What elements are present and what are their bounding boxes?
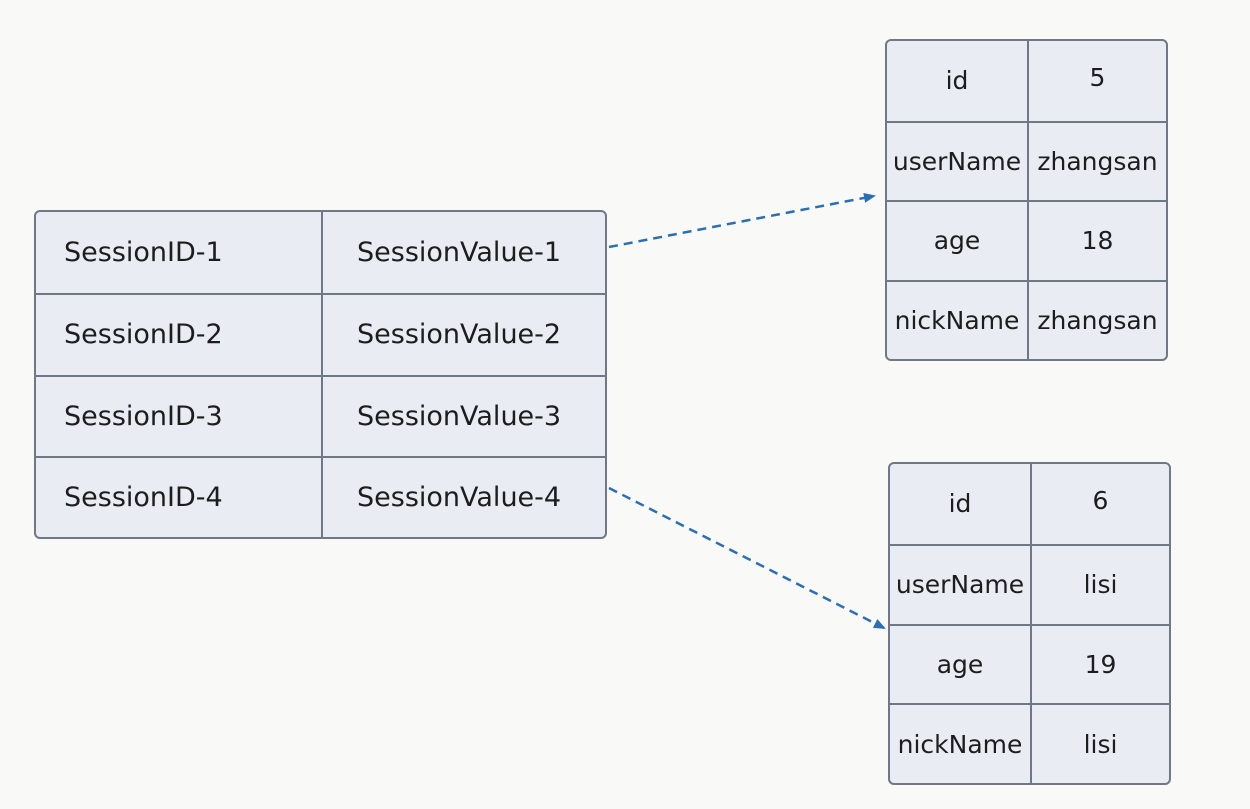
field-name-cell: age <box>887 200 1029 280</box>
field-name-cell: age <box>890 623 1032 704</box>
session-table: SessionID-1 SessionValue-1 SessionID-2 S… <box>34 210 607 539</box>
field-value-cell: lisi <box>1032 543 1169 624</box>
session-value-cell: SessionValue-4 <box>323 455 605 537</box>
field-value-cell: zhangsan <box>1029 279 1166 360</box>
field-name-cell: nickName <box>890 703 1032 783</box>
field-name-cell: userName <box>890 543 1032 624</box>
field-value-cell: lisi <box>1032 703 1169 783</box>
session-id-cell: SessionID-1 <box>36 212 323 294</box>
field-value-cell: 19 <box>1032 623 1169 704</box>
arrow-session1-to-user1 <box>608 192 876 249</box>
session-value-cell: SessionValue-2 <box>323 293 605 374</box>
session-value-cell: SessionValue-3 <box>323 374 605 456</box>
field-value-cell: 5 <box>1089 63 1106 92</box>
session-id-cell: SessionID-4 <box>36 455 323 537</box>
user-table-1: id 5 userName zhangsan age 18 nickName z… <box>885 39 1168 361</box>
field-value-cell: 18 <box>1029 200 1166 280</box>
session-value-cell: SessionValue-1 <box>357 237 562 269</box>
field-name-cell: id <box>887 41 1029 121</box>
field-value-cell: zhangsan <box>1029 120 1166 201</box>
field-name-cell: nickName <box>887 279 1029 359</box>
user-table-2: id 6 userName lisi age 19 nickName lisi <box>888 462 1171 785</box>
session-id-cell: SessionID-2 <box>36 293 323 375</box>
arrow-session4-to-user2 <box>608 486 886 630</box>
field-name-cell: id <box>890 464 1032 544</box>
session-id-cell: SessionID-3 <box>36 374 323 456</box>
field-value-cell: 6 <box>1092 486 1109 515</box>
field-name-cell: userName <box>887 120 1029 200</box>
